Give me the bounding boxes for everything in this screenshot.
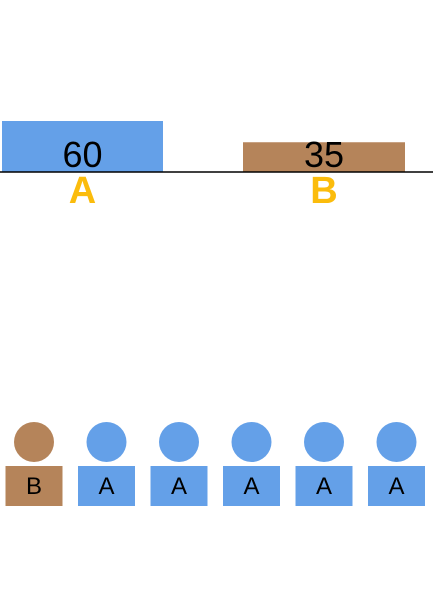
token-b-1: B <box>5 422 63 506</box>
token-label: A <box>388 473 404 500</box>
token-head-icon <box>376 422 417 462</box>
token-label: A <box>243 473 259 500</box>
token-a-6: A <box>368 422 425 506</box>
token-body <box>5 466 63 506</box>
token-label: B <box>26 473 42 500</box>
token-body <box>150 466 208 506</box>
category-label-a: A <box>69 170 96 212</box>
token-head-icon <box>86 422 127 462</box>
token-head-icon <box>14 422 54 462</box>
token-a-4: A <box>223 422 280 506</box>
labels-layer: 60A 35B <box>62 134 344 212</box>
category-label-b: B <box>310 170 337 212</box>
bar-a <box>2 121 163 172</box>
token-label: A <box>316 473 332 500</box>
token-head-icon <box>231 422 272 462</box>
token-head-icon <box>304 422 344 462</box>
token-label: A <box>98 473 114 500</box>
bar-b <box>243 142 405 172</box>
token-body <box>78 466 135 506</box>
token-a-2: A <box>78 422 135 506</box>
token-head-icon <box>159 422 199 462</box>
token-label: A <box>171 473 187 500</box>
token-a-5: A <box>295 422 353 506</box>
bar-value-label-b: 35 <box>304 134 344 175</box>
token-body <box>295 466 353 506</box>
token-body <box>368 466 425 506</box>
token-body <box>223 466 280 506</box>
token-a-3: A <box>150 422 208 506</box>
bars-layer <box>2 121 405 172</box>
bar-value-label-a: 60 <box>62 134 102 175</box>
